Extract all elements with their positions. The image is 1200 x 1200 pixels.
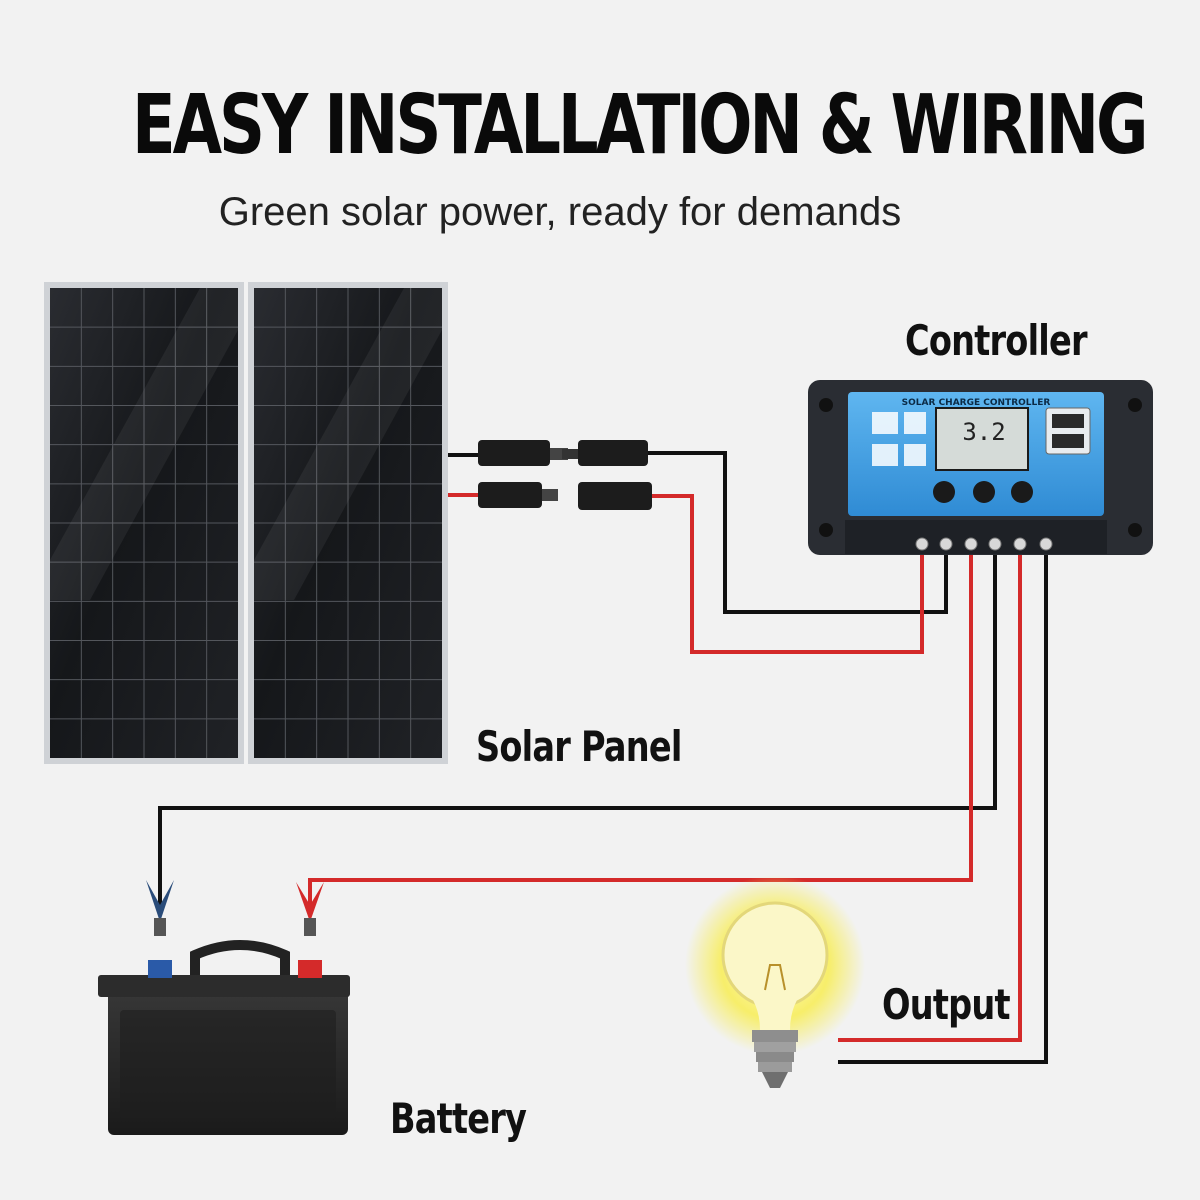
controller-banner: SOLAR CHARGE CONTROLLER — [902, 398, 1051, 408]
alligator-clip-icon — [146, 880, 324, 936]
battery-icon — [98, 940, 350, 1135]
usb-port-icon — [1052, 414, 1084, 428]
controller-icon: SOLAR CHARGE CONTROLLER 3.2 — [808, 380, 1153, 555]
controller-terminal — [1039, 537, 1053, 551]
controller-display: 3.2 — [962, 418, 1005, 446]
solar-panel-icon — [44, 282, 448, 764]
output-label: Output — [882, 980, 1011, 1029]
battery-label: Battery — [390, 1094, 527, 1143]
page-subtitle: Green solar power, ready for demands — [218, 190, 902, 234]
controller-terminal — [964, 537, 978, 551]
controller-label: Controller — [905, 316, 1088, 365]
controller-terminal — [915, 537, 929, 551]
wires — [158, 451, 1048, 1064]
solar-panel-label: Solar Panel — [476, 722, 682, 771]
page-title: EASY INSTALLATION & WIRING — [132, 78, 1149, 173]
controller-terminal — [988, 537, 1002, 551]
controller-terminal — [939, 537, 953, 551]
light-bulb-icon — [685, 875, 865, 1088]
controller-terminal — [1013, 537, 1027, 551]
mc4-connector-icon — [448, 440, 652, 510]
